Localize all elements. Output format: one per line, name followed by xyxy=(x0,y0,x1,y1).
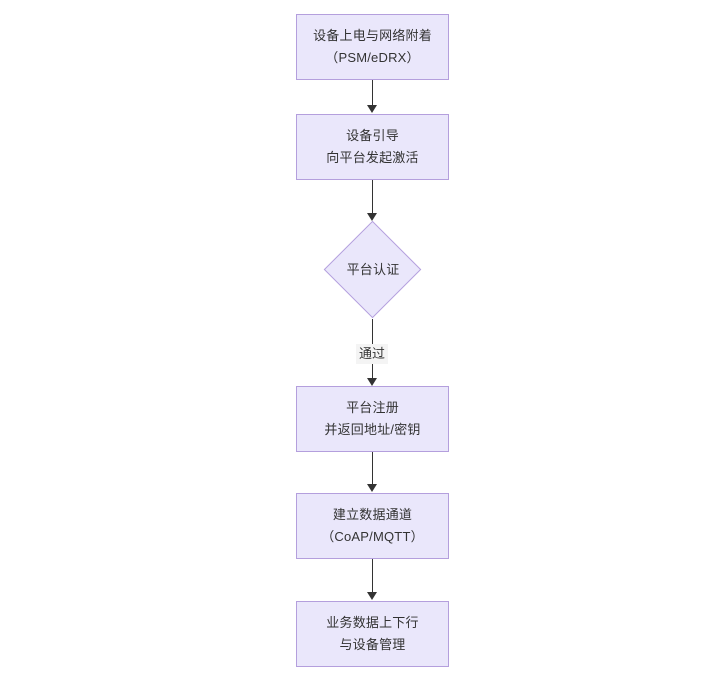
flow-edge-n5-n6 xyxy=(372,559,373,593)
node-text-line: 平台注册 xyxy=(346,400,399,415)
node-text-line: 建立数据通道 xyxy=(332,507,413,522)
flow-node-device-power-on[interactable]: 设备上电与网络附着 （PSM/eDRX） xyxy=(296,14,449,80)
flow-edge-n4-n5 xyxy=(372,452,373,485)
flow-edge-n1-n2 xyxy=(372,80,373,106)
flow-node-platform-register[interactable]: 平台注册 并返回地址/密钥 xyxy=(296,386,449,452)
node-text-line: （PSM/eDRX） xyxy=(325,50,420,65)
flow-node-platform-auth[interactable]: 平台认证 xyxy=(323,220,422,319)
flow-edge-label-pass: 通过 xyxy=(356,344,389,364)
flow-node-device-bootstrap[interactable]: 设备引导 向平台发起激活 xyxy=(296,114,449,180)
node-text-line: 平台认证 xyxy=(346,262,400,277)
flow-edge-n2-n3 xyxy=(372,180,373,214)
node-text-line: 与设备管理 xyxy=(339,637,406,652)
arrow-head-icon xyxy=(367,213,377,221)
arrow-head-icon xyxy=(367,105,377,113)
arrow-head-icon xyxy=(367,592,377,600)
flow-node-data-channel[interactable]: 建立数据通道 （CoAP/MQTT） xyxy=(296,493,449,559)
node-text-line: 业务数据上下行 xyxy=(326,615,419,630)
node-text-line: 并返回地址/密钥 xyxy=(324,422,421,437)
node-text-line: 向平台发起激活 xyxy=(326,150,419,165)
node-text-line: 设备上电与网络附着 xyxy=(313,28,432,43)
node-text-line: （CoAP/MQTT） xyxy=(321,529,424,544)
arrow-head-icon xyxy=(367,484,377,492)
flow-node-business-data[interactable]: 业务数据上下行 与设备管理 xyxy=(296,601,449,667)
node-text-line: 设备引导 xyxy=(346,128,399,143)
arrow-head-icon xyxy=(367,378,377,386)
